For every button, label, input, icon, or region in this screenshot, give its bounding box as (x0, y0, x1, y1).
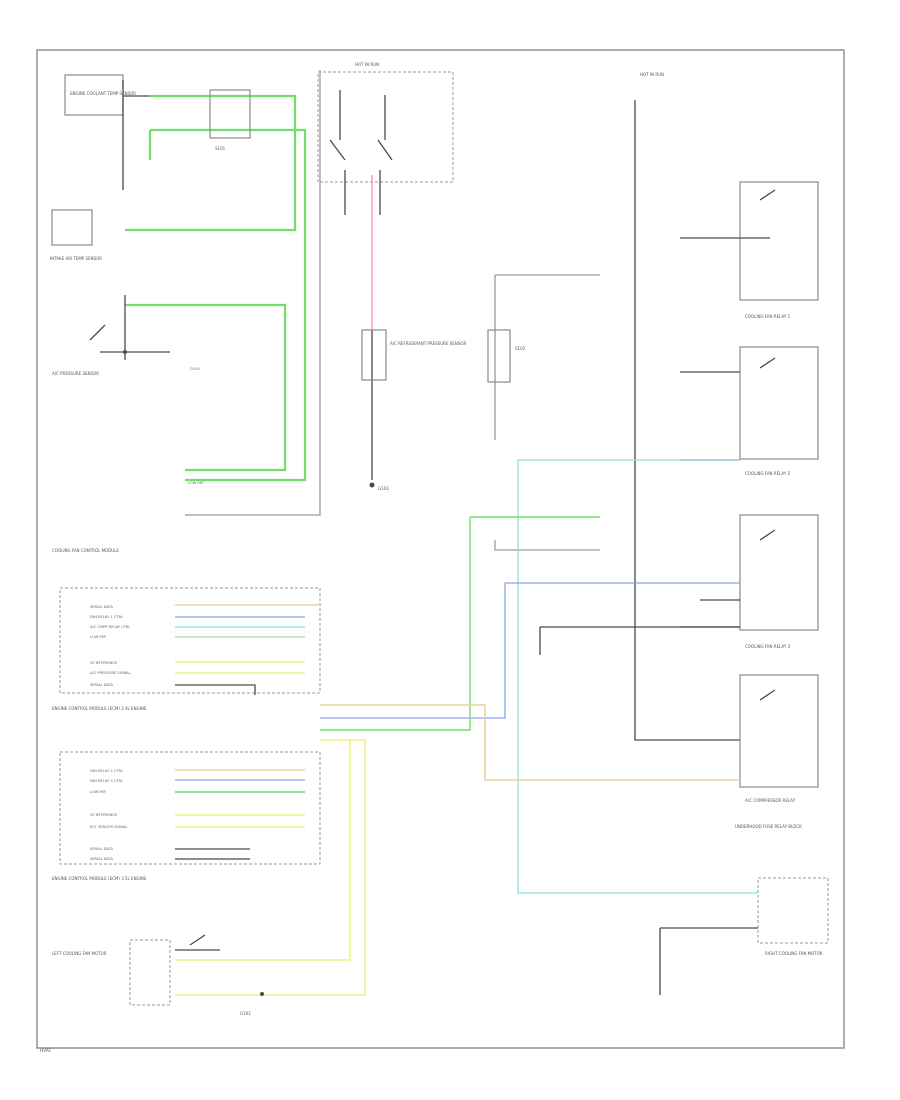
relay-column: HOT IN RUN COOLING FAN RELAY 1 COOLING F… (634, 72, 819, 829)
ground-label-3: G102 (240, 1011, 251, 1016)
left-cooling-fan-label: LEFT COOLING FAN MOTOR (52, 951, 107, 956)
cooling-fan-module-label: COOLING FAN CONTROL MODULE (52, 548, 119, 553)
ecm2-row-5: SERIAL DATA (90, 847, 114, 851)
ecm1-row-2: A/C CMPR RELAY CTRL (90, 625, 130, 629)
splice-label-2: S102 (515, 346, 526, 351)
ecm2-row-6: SERIAL DATA (90, 857, 114, 861)
ecm1-row-3: LOW REF (90, 635, 106, 639)
ecm1-row-0: SERIAL DATA (90, 605, 114, 609)
ecm1-row-5: A/C PRESSURE SIGNAL (90, 671, 131, 675)
ecm2-row-1: FAN RELAY 3 CTRL (90, 779, 123, 783)
ecm1-row-6: SERIAL DATA (90, 683, 114, 687)
ecm-block-1: SERIAL DATA FAN RELAY 1 CTRL A/C CMPR RE… (52, 587, 321, 711)
fuse-box-label: HOT IN RUN (355, 62, 379, 67)
relay-4-label: A/C COMPRESSOR RELAY (745, 798, 796, 803)
ground-label-1: G104 (190, 367, 200, 371)
splice-label: S101 (215, 146, 226, 151)
center-fuse-section: HOT IN RUN A/C REFRIGERANT PRESSURE SENS… (317, 62, 466, 491)
relay-3-label: COOLING FAN RELAY 3 (745, 644, 791, 649)
ecm2-row-2: LOW REF (90, 790, 106, 794)
ecm1-row-4: 5V REFERENCE (90, 661, 118, 665)
ecm-block-2-label: ENGINE CONTROL MODULE (ECM) 3.5L ENGINE (52, 876, 147, 881)
relay-2-label: COOLING FAN RELAY 2 (745, 471, 791, 476)
underhood-fuse-label: UNDERHOOD FUSE RELAY BLOCK (735, 824, 802, 829)
signal-wires (175, 459, 758, 996)
ac-pressure-label: A/C PRESSURE SENSOR (52, 371, 99, 376)
ecm-row-label: LOW REF (188, 481, 204, 485)
ecm2-row-0: FAN RELAY 2 CTRL (90, 769, 123, 773)
ecm-block-2: FAN RELAY 2 CTRL FAN RELAY 3 CTRL LOW RE… (52, 751, 321, 881)
ground-label-2: G103 (378, 486, 389, 491)
bottom-section: LEFT COOLING FAN MOTOR G102 RIGHT COOLIN… (40, 877, 829, 1053)
engine-coolant-temp-label: ENGINE COOLANT TEMP SENSOR (70, 91, 136, 96)
intake-air-temp-label: INTAKE AIR TEMP SENSOR (50, 256, 102, 261)
relay-1-label: COOLING FAN RELAY 1 (745, 314, 791, 319)
ecm1-row-1: FAN RELAY 1 CTRL (90, 615, 123, 619)
fuse-box-label-2: HOT IN RUN (640, 72, 664, 77)
ecm2-row-3: 5V REFERENCE (90, 813, 118, 817)
center-right-switch: S102 (487, 274, 600, 551)
ecm2-row-4: ECT SENSOR SIGNAL (90, 825, 127, 829)
top-left-section: ENGINE COOLANT TEMP SENSOR S101 INTAKE A… (50, 70, 321, 553)
ecm-block-1-label: ENGINE CONTROL MODULE (ECM) 2.4L ENGINE (52, 706, 147, 711)
ac-refrigerant-label: A/C REFRIGERANT PRESSURE SENSOR (390, 341, 466, 346)
diagram-frame (36, 49, 845, 1049)
right-cooling-fan-label: RIGHT COOLING FAN MOTOR (765, 951, 823, 956)
page-code: HVAC (40, 1048, 52, 1053)
